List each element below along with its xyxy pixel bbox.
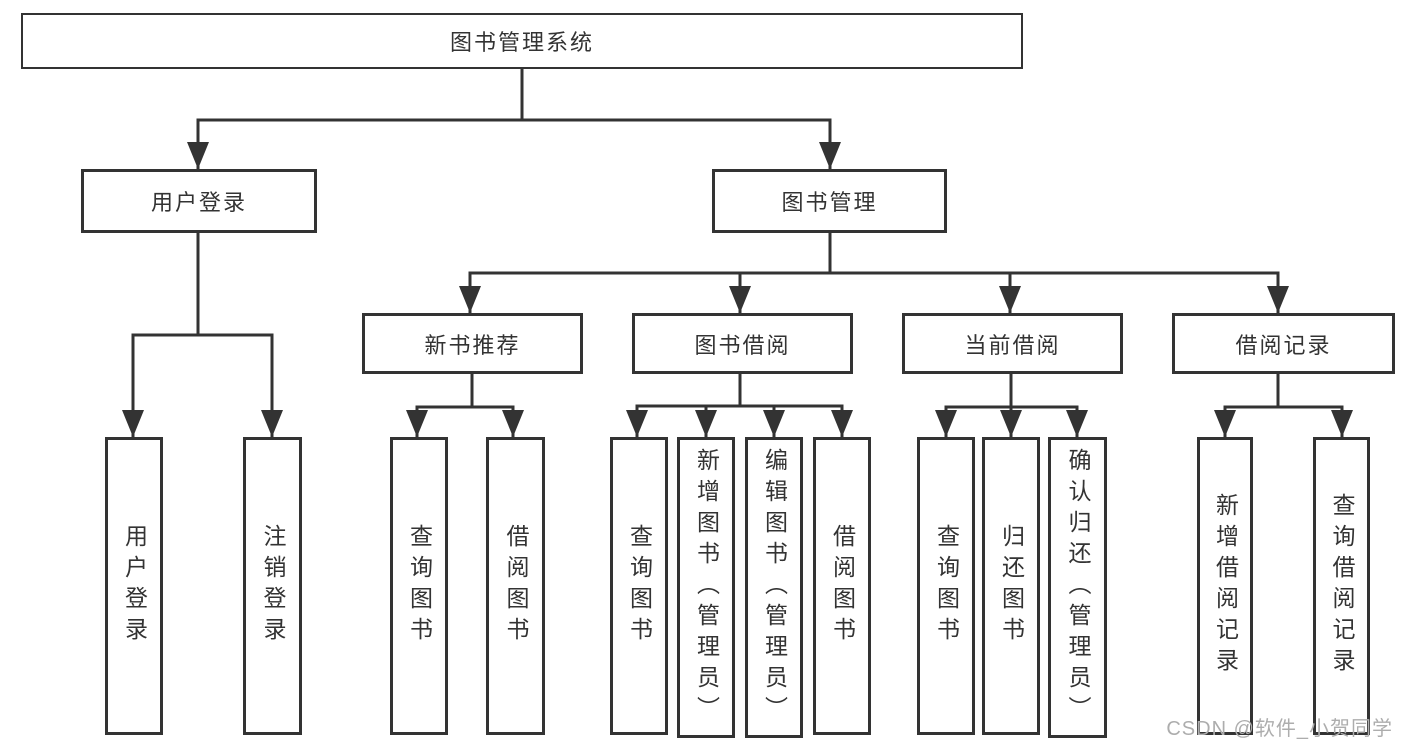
confirm-return-admin-node: 确认归还（管理员） bbox=[1048, 437, 1107, 738]
borrow-books-recommend-node: 借阅图书 bbox=[486, 437, 545, 735]
library-management-system-node: 图书管理系统 bbox=[21, 13, 1023, 69]
arrowhead-icon bbox=[1066, 410, 1088, 437]
arrowhead-icon bbox=[1214, 410, 1236, 437]
arrowhead-icon bbox=[122, 410, 144, 437]
query-books-current-label: 查询图书 bbox=[933, 524, 960, 648]
edit-books-admin-label: 编辑图书（管理员） bbox=[761, 448, 788, 727]
arrowhead-icon bbox=[1331, 410, 1353, 437]
borrowing-records-node: 借阅记录 bbox=[1172, 313, 1395, 374]
arrowhead-icon bbox=[999, 286, 1021, 313]
new-book-recommend-label: 新书推荐 bbox=[424, 332, 521, 358]
borrow-books-recommend-label: 借阅图书 bbox=[503, 524, 529, 648]
arrowhead-icon bbox=[695, 410, 717, 437]
add-books-admin-label: 新增图书（管理员） bbox=[693, 448, 720, 727]
edit-books-admin-node: 编辑图书（管理员） bbox=[745, 437, 803, 738]
arrowhead-icon bbox=[1000, 410, 1022, 437]
arrowhead-icon bbox=[729, 286, 751, 313]
query-books-borrowing-label: 查询图书 bbox=[626, 524, 653, 648]
logout-login-label: 注销登录 bbox=[260, 524, 286, 648]
borrow-books-borrowing-label: 借阅图书 bbox=[829, 524, 856, 648]
borrow-books-borrowing-node: 借阅图书 bbox=[813, 437, 871, 735]
arrowhead-icon bbox=[819, 142, 841, 169]
query-books-recommend-label: 查询图书 bbox=[406, 524, 433, 648]
add-borrowing-record-label: 新增借阅记录 bbox=[1212, 493, 1239, 679]
add-books-admin-node: 新增图书（管理员） bbox=[677, 437, 735, 738]
borrowing-records-label: 借阅记录 bbox=[1235, 332, 1332, 358]
query-books-recommend-node: 查询图书 bbox=[390, 437, 448, 735]
arrowhead-icon bbox=[763, 410, 785, 437]
confirm-return-admin-label: 确认归还（管理员） bbox=[1065, 448, 1091, 727]
user-login-branch-label: 用户登录 bbox=[150, 190, 247, 215]
book-borrowing-label: 图书借阅 bbox=[694, 332, 791, 358]
query-borrowing-record-label: 查询借阅记录 bbox=[1329, 493, 1355, 679]
book-management-node: 图书管理 bbox=[712, 169, 947, 233]
query-books-current-node: 查询图书 bbox=[917, 437, 975, 735]
return-books-node: 归还图书 bbox=[982, 437, 1040, 735]
book-management-label: 图书管理 bbox=[781, 190, 878, 215]
arrowhead-icon bbox=[626, 410, 648, 437]
arrowhead-icon bbox=[831, 410, 853, 437]
library-management-system-label: 图书管理系统 bbox=[449, 30, 594, 55]
current-borrowing-node: 当前借阅 bbox=[902, 313, 1123, 374]
user-login-node: 用户登录 bbox=[105, 437, 163, 735]
book-borrowing-node: 图书借阅 bbox=[632, 313, 853, 374]
arrowhead-icon bbox=[261, 410, 283, 437]
arrowhead-icon bbox=[935, 410, 957, 437]
return-books-label: 归还图书 bbox=[998, 524, 1025, 648]
arrowhead-icon bbox=[1267, 286, 1289, 313]
arrowhead-icon bbox=[187, 142, 209, 169]
query-books-borrowing-node: 查询图书 bbox=[610, 437, 668, 735]
user-login-branch-node: 用户登录 bbox=[81, 169, 317, 233]
user-login-label: 用户登录 bbox=[121, 524, 148, 648]
logout-login-node: 注销登录 bbox=[243, 437, 302, 735]
arrowhead-icon bbox=[459, 286, 481, 313]
query-borrowing-record-node: 查询借阅记录 bbox=[1313, 437, 1370, 735]
add-borrowing-record-node: 新增借阅记录 bbox=[1197, 437, 1253, 735]
current-borrowing-label: 当前借阅 bbox=[964, 332, 1061, 358]
arrowhead-icon bbox=[502, 410, 524, 437]
arrowhead-icon bbox=[406, 410, 428, 437]
new-book-recommend-node: 新书推荐 bbox=[362, 313, 583, 374]
